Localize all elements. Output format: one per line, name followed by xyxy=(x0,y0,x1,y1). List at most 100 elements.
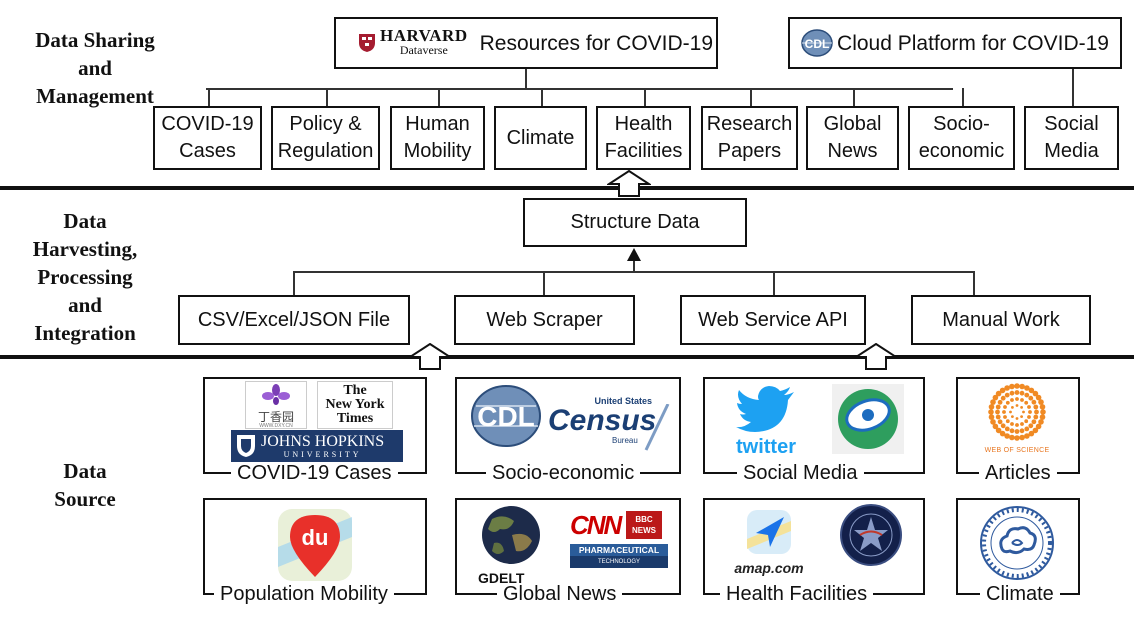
section-label-line: Data xyxy=(63,459,107,483)
source-label-news: Global News xyxy=(497,582,623,606)
section-label-line: Processing xyxy=(37,265,133,289)
section-label-line: Integration xyxy=(34,321,136,345)
connector-line xyxy=(973,271,975,296)
category-label: Health Facilities xyxy=(604,113,683,162)
connector-line xyxy=(293,271,975,273)
wos-logo: WEB OF SCIENCE xyxy=(972,382,1062,458)
up-arrow-icon xyxy=(607,170,651,197)
up-arrow-icon xyxy=(854,343,898,370)
pharma-tech-logo: PHARMACEUTICAL TECHNOLOGY xyxy=(570,544,668,568)
gdelt-globe-icon xyxy=(482,506,540,564)
cma-logo xyxy=(974,505,1060,581)
dxy-url-text: WWW.DXY.CN xyxy=(259,423,293,429)
amap-arrow-icon xyxy=(747,510,791,554)
connector-line xyxy=(750,88,752,106)
cdl-globe-icon: CDL xyxy=(801,29,833,57)
connector-line xyxy=(1072,69,1074,106)
connector-line xyxy=(438,88,440,106)
category-box-health-facilities: Health Facilities xyxy=(596,106,691,170)
source-label-covid-cases: COVID-19 Cases xyxy=(231,461,398,485)
jhu-logo-text: JOHNS HOPKINS xyxy=(261,432,385,450)
source-label-socio: Socio-economic xyxy=(486,461,641,485)
source-label-articles: Articles xyxy=(979,461,1057,485)
twitter-logo: twitter xyxy=(727,386,805,458)
jhu-logo: JOHNS HOPKINS UNIVERSITY xyxy=(231,430,403,462)
pharma-logo-text: PHARMACEUTICAL xyxy=(570,544,668,556)
connector-line xyxy=(293,271,295,296)
section-label-line: Data xyxy=(63,209,107,233)
gdelt-logo-text: GDELT xyxy=(478,570,525,586)
cdl-platform-box: CDL Cloud Platform for COVID-19 xyxy=(788,17,1122,69)
harvard-logo: HARVARD Dataverse xyxy=(358,27,468,58)
section-label-line: and xyxy=(78,56,112,80)
connector-line xyxy=(206,88,953,90)
dxy-logo-text: 丁香园 xyxy=(257,410,294,424)
amap-logo-text: amap.com xyxy=(734,560,804,576)
census-sub-text: Bureau xyxy=(612,436,638,445)
section-label-line: and xyxy=(68,293,102,317)
baidu-map-logo: du xyxy=(276,507,354,583)
method-box-manual: Manual Work xyxy=(911,295,1091,345)
category-label: Research Papers xyxy=(706,113,793,162)
connector-line xyxy=(962,88,964,106)
structure-data-box: Structure Data xyxy=(523,198,747,247)
bbc-news-text: NEWS xyxy=(632,526,656,535)
social-platform-logo xyxy=(832,384,904,454)
jhu-shield-icon xyxy=(237,435,255,457)
dxy-flower-icon xyxy=(262,384,290,405)
source-label-health: Health Facilities xyxy=(720,582,874,606)
category-label: COVID-19 Cases xyxy=(161,113,254,162)
cdl-globe-icon: CDL xyxy=(471,385,541,447)
category-box-human-mobility: Human Mobility xyxy=(390,106,485,170)
star-seal-icon xyxy=(840,504,902,566)
connector-line xyxy=(644,88,646,106)
baidu-logo-text: du xyxy=(302,525,329,550)
connector-line xyxy=(525,69,527,89)
cnn-logo-text: CNN xyxy=(570,510,622,540)
method-box-csv: CSV/Excel/JSON File xyxy=(178,295,410,345)
category-label: Social Media xyxy=(1044,113,1099,162)
source-label-climate: Climate xyxy=(980,582,1060,606)
census-top-text: United States xyxy=(594,396,652,406)
layer-divider xyxy=(0,355,1134,359)
connector-line xyxy=(853,88,855,106)
connector-line xyxy=(541,88,543,106)
section-label-line: Management xyxy=(36,84,154,108)
section-label-sharing: Data Sharing and Management xyxy=(10,26,180,110)
bbc-news-logo: BBC NEWS xyxy=(626,511,662,539)
nyt-logo-text: The xyxy=(343,383,367,398)
twitter-logo-text: twitter xyxy=(736,436,796,458)
category-label: Policy & Regulation xyxy=(277,113,374,162)
census-logo-text: Census xyxy=(548,404,657,437)
category-box-research-papers: Research Papers xyxy=(701,106,798,170)
web-of-science-icon xyxy=(988,383,1046,441)
section-label-source: Data Source xyxy=(10,457,160,513)
cdl-logo-text: CDL xyxy=(477,401,535,432)
nyt-logo-text: Times xyxy=(336,411,374,426)
harvard-shield-icon xyxy=(359,34,375,52)
category-box-climate: Climate xyxy=(494,106,587,170)
jhu-sub-text: UNIVERSITY xyxy=(283,449,362,459)
method-label: CSV/Excel/JSON File xyxy=(197,308,391,331)
arrowhead-icon xyxy=(627,248,641,261)
cdl-logo: CDL xyxy=(470,384,542,448)
category-box-socio-economic: Socio- economic xyxy=(908,106,1015,170)
nyt-logo: The New York Times xyxy=(317,381,393,429)
pharma-sub-text: TECHNOLOGY xyxy=(597,559,640,565)
twitter-bird-icon xyxy=(736,386,794,432)
health-org-seal-logo xyxy=(840,502,902,568)
method-label: Manual Work xyxy=(942,308,1060,331)
method-label: Web Scraper xyxy=(486,308,603,331)
connector-line xyxy=(208,88,210,106)
section-label-line: Source xyxy=(54,487,116,511)
category-label: Global News xyxy=(823,113,882,162)
layer-divider xyxy=(0,186,1134,190)
connector-line xyxy=(773,271,775,296)
cdl-title: Cloud Platform for COVID-19 xyxy=(837,31,1109,55)
baidu-map-pin-icon: du xyxy=(278,509,352,581)
cdl-logo: CDL xyxy=(801,29,833,57)
cnn-logo: CNN xyxy=(570,510,622,540)
census-logo: United States Census Bureau xyxy=(546,396,670,452)
section-label-line: Harvesting, xyxy=(32,237,138,261)
section-label-line: Data Sharing xyxy=(35,28,155,52)
